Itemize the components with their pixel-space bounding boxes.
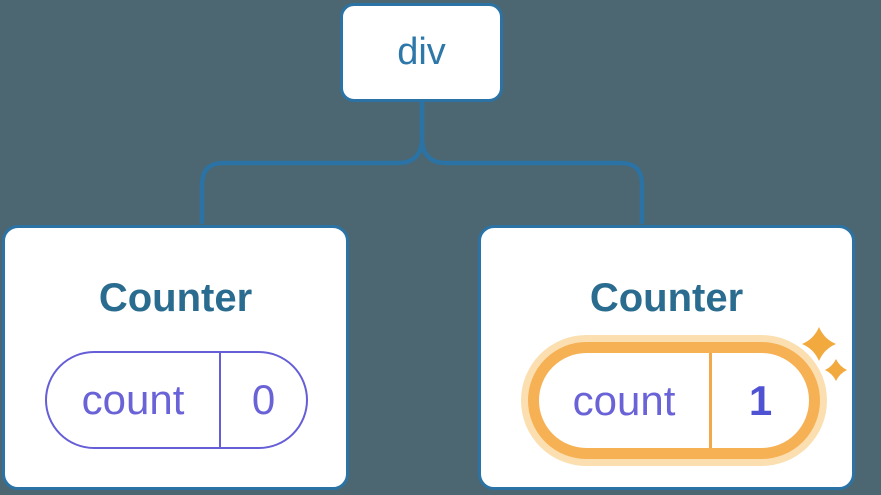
component-title-left: Counter [98,276,253,320]
counter-card-right: Counter count 1 [478,225,855,490]
pill-divider-right [709,353,712,448]
connector-branch-right [419,100,645,225]
state-value-right: 1 [748,376,773,424]
component-title-right: Counter [589,276,744,320]
sparkle-large [802,327,836,361]
sparkle-small [825,359,847,381]
state-name-left: count [81,376,185,423]
state-name-right: count [572,376,676,424]
sparkles-icon [802,327,847,381]
state-value-left: 0 [251,376,276,423]
connector-branch-left [199,100,425,225]
state-pill-right-highlighted: count 1 [528,342,820,459]
pill-divider-left [219,353,221,447]
root-node: div [340,3,503,102]
state-pill-left: count 0 [45,351,308,449]
counter-card-left: Counter count 0 [2,225,349,490]
root-node-label: div [397,31,446,73]
